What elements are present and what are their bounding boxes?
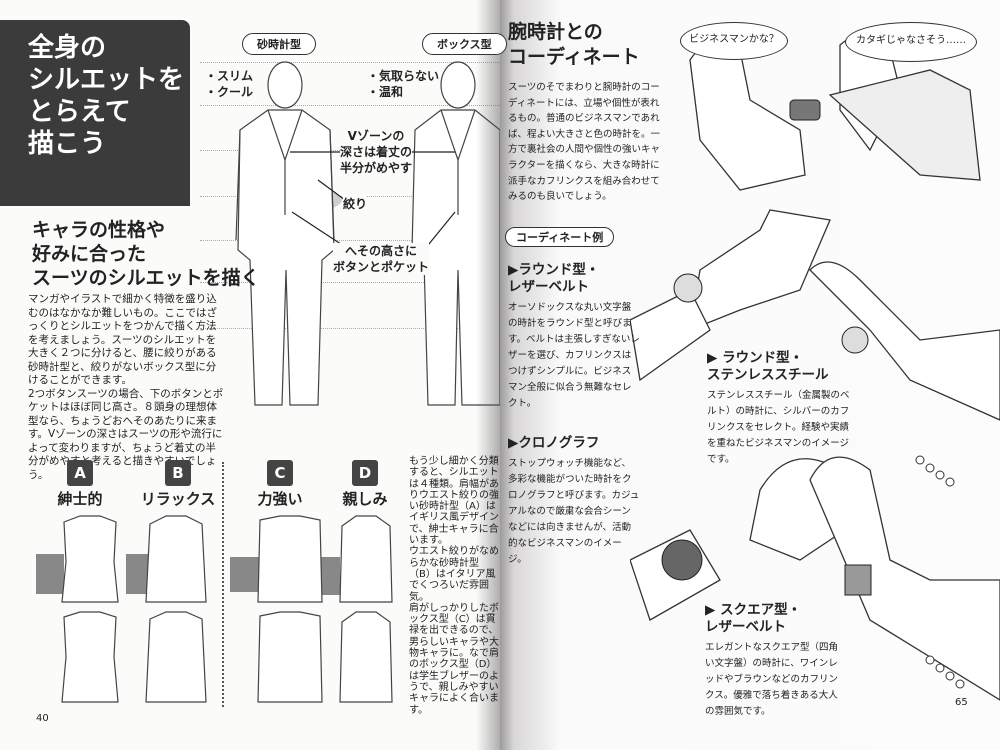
- category-c: C 力強い: [250, 460, 310, 509]
- example-chronograph: ▶クロノグラフ ストップウォッチ機能など、多彩な機能がついた時計をクロノグラフと…: [508, 435, 640, 568]
- intro-text: スーツのそでまわりと腕時計のコーディネートには、立場や個性が表れるもの。普通のビ…: [508, 82, 661, 203]
- example-round-leather: ▶ラウンド型・ レザーベルト オーソドックスな丸い文字盤の時計をラウンド型と呼び…: [508, 262, 640, 412]
- note-navel: へその高さに ボタンとポケット: [333, 243, 430, 275]
- example-text: エレガントなスクエア型（四角い文字盤）の時計に、ワインレッドやブラウンなどのカフ…: [705, 642, 839, 717]
- section-subtitle: キャラの性格や 好みに合った スーツのシルエットを描く: [32, 218, 260, 290]
- category-a: A 紳士的: [50, 460, 110, 509]
- category-letter: B: [165, 460, 191, 486]
- page-number: 65: [955, 697, 968, 708]
- example-round-steel: ▶ ラウンド型・ ステンレススチール ステンレススチール（金属製のベルト）の時計…: [707, 350, 852, 468]
- category-letter: A: [67, 460, 93, 486]
- subtitle-line: 好みに合った: [32, 243, 147, 265]
- example-title: ▶ラウンド型・ レザーベルト: [508, 262, 600, 295]
- category-letter: D: [352, 460, 378, 486]
- guide-line: [200, 282, 500, 283]
- example-text: オーソドックスな丸い文字盤の時計をラウンド型と呼びます。ベルトは主張しすぎないレ…: [508, 302, 640, 409]
- category-label: 力強い: [257, 490, 303, 508]
- thought-bubble: カタギじゃなさそう……: [845, 22, 977, 62]
- wristwatch-illustrations: [630, 32, 1000, 701]
- trait: ・温和: [367, 85, 404, 99]
- example-text: ステンレススチール（金属製のベルト）の時計に、シルバーのカフリンクスをセレクト。…: [707, 390, 850, 465]
- guide-line: [200, 240, 500, 241]
- box-traits: ・気取らない ・温和: [367, 68, 439, 100]
- example-square-leather: ▶ スクエア型・ レザーベルト エレガントなスクエア型（四角い文字盤）の時計に、…: [705, 602, 845, 720]
- examples-label: コーディネート例: [505, 227, 615, 247]
- category-label: リラックス: [140, 490, 216, 508]
- subtitle-line: キャラの性格や: [32, 219, 166, 241]
- trait: ・クール: [205, 85, 254, 99]
- page-title: 腕時計との コーディネート: [508, 20, 640, 70]
- page-title: 全身の シルエットを とらえて 描こう: [0, 20, 190, 206]
- thought-bubble: ビジネスマンかな？: [680, 22, 788, 60]
- category-label: 紳士的: [57, 490, 103, 508]
- category-description: もう少し細かく分類すると、シルエットは４種類。肩幅がありウエスト絞りの強い砂時計…: [409, 456, 499, 716]
- title-line: シルエットを: [28, 65, 185, 95]
- example-title: ▶ ラウンド型・ ステンレススチール: [707, 350, 829, 383]
- category-label: 親しみ: [342, 490, 388, 508]
- trait: ・スリム: [205, 69, 254, 83]
- guide-line: [200, 62, 500, 63]
- title-line: コーディネート: [508, 46, 640, 68]
- note-waist: 絞り: [343, 196, 368, 212]
- example-title: ▶ スクエア型・ レザーベルト: [705, 602, 802, 635]
- guide-line: [200, 328, 500, 329]
- jacket-silhouettes-illustration: [36, 515, 393, 703]
- intro-text: マンガやイラストで細かく特徴を盛り込むのはなかなか難しいもの。ここではざっくりと…: [28, 293, 224, 481]
- hourglass-traits: ・スリム ・クール: [205, 68, 253, 100]
- category-d: D 親しみ: [335, 460, 395, 509]
- divider: [222, 462, 224, 707]
- hourglass-label: 砂時計型: [242, 33, 316, 55]
- note-vzone: Vゾーンの 深さは着丈の 半分がめやす: [340, 128, 413, 176]
- guide-line: [200, 105, 500, 106]
- title-line: 描こう: [28, 129, 107, 159]
- right-page: 腕時計との コーディネート スーツのそでまわりと腕時計のコーディネートには、立場…: [500, 0, 1000, 750]
- example-title: ▶クロノグラフ: [508, 435, 600, 451]
- title-line: とらえて: [28, 97, 131, 127]
- category-b: B リラックス: [135, 460, 221, 509]
- box-label: ボックス型: [422, 33, 507, 55]
- title-line: 腕時計との: [508, 21, 603, 43]
- title-line: 全身の: [28, 33, 107, 63]
- subtitle-line: スーツのシルエットを描く: [32, 267, 260, 289]
- trait: ・気取らない: [367, 69, 440, 83]
- page-number: 40: [36, 713, 49, 724]
- suit-figures-illustration: [235, 61, 500, 406]
- left-page: 全身の シルエットを とらえて 描こう キャラの性格や 好みに合った スーツのシ…: [0, 0, 507, 750]
- category-letter: C: [267, 460, 293, 486]
- example-text: ストップウォッチ機能など、多彩な機能がついた時計をクロノグラフと呼びます。カジュ…: [508, 458, 640, 565]
